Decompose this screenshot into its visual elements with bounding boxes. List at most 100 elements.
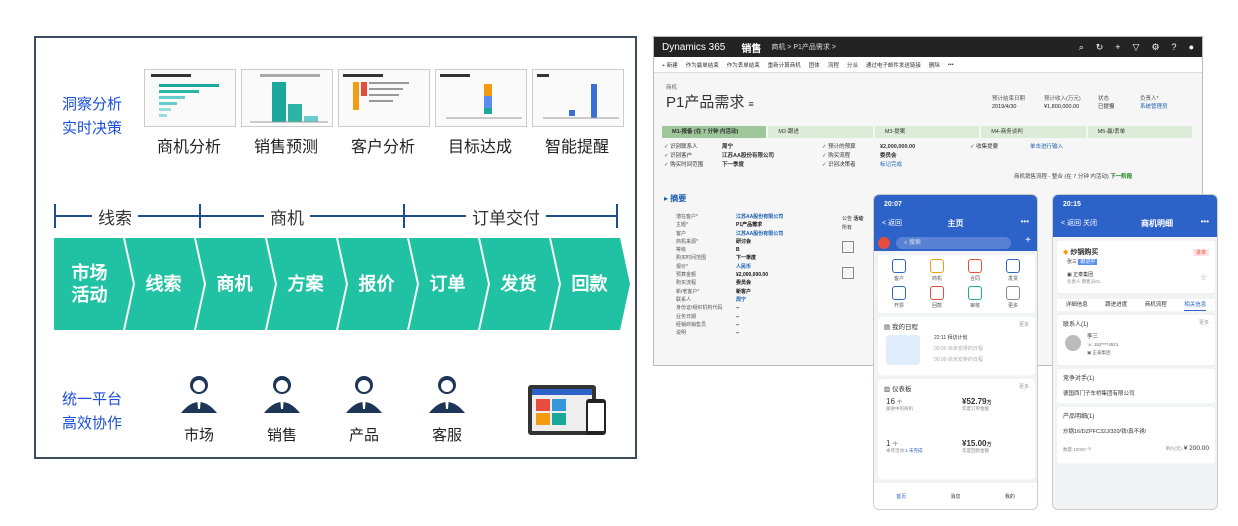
step-chevron[interactable]: 方案 (267, 238, 348, 330)
search-icon[interactable]: ⌕ (1078, 41, 1084, 52)
command-button[interactable]: 作为赢单结束 (685, 62, 719, 69)
form-value[interactable]: 下一季度 (736, 255, 757, 262)
form-value[interactable]: 研讨会 (736, 238, 752, 245)
back-button[interactable]: < 返回 (1061, 220, 1082, 227)
command-button[interactable]: 团体 (808, 62, 820, 69)
stat-payment-amount[interactable]: ¥15.00万年度回款金额 (962, 439, 992, 453)
more-link[interactable]: 更多 (1018, 384, 1029, 390)
step-chevron[interactable]: 订单 (409, 238, 490, 330)
competitor-name[interactable]: 德国西门子车桥集团有限公司 (1063, 391, 1135, 397)
thumb-customer-analysis[interactable] (338, 69, 430, 127)
form-value[interactable]: 江苏AA股份有限公司 (736, 214, 784, 220)
form-value[interactable]: ¥2,000,000.00 (736, 272, 768, 279)
module-selector[interactable]: 销售 (741, 43, 762, 55)
add-icon[interactable]: + (1025, 235, 1031, 246)
process-field-value[interactable]: 下一季度 (722, 162, 745, 168)
detail-tab[interactable]: 详细信息 (1065, 302, 1088, 308)
form-value[interactable]: -- (736, 330, 740, 337)
tab-posts[interactable]: 公告 (842, 216, 853, 222)
more-icon[interactable]: ••• (1020, 217, 1029, 226)
app-grid-item[interactable]: 更多 (1002, 286, 1024, 309)
form-value[interactable]: 江苏AA股份有限公司 (736, 230, 784, 237)
more-link[interactable]: 更多 (1198, 320, 1209, 326)
star-icon[interactable]: ☆ (1199, 273, 1207, 282)
thumb-target-achievement[interactable] (435, 69, 527, 127)
process-field-value[interactable]: 单击进行输入 (1030, 144, 1064, 150)
search-input[interactable]: ⌕ 搜索 (896, 237, 1011, 249)
app-grid-item[interactable]: 开票 (888, 286, 910, 309)
command-button[interactable]: 分派 (846, 62, 858, 69)
help-icon[interactable]: ? (1171, 41, 1177, 52)
process-stage[interactable]: M5-赢/丢单 (1087, 126, 1193, 138)
history-icon[interactable]: ↻ (1095, 41, 1104, 52)
form-value[interactable]: 新客户 (736, 288, 752, 295)
form-value[interactable]: 周宁 (736, 296, 747, 303)
form-value[interactable]: P1产品需求 (736, 222, 763, 229)
process-field-value[interactable]: ¥2,000,000.00 (880, 144, 916, 150)
thumb-opportunity-analysis[interactable] (144, 69, 236, 127)
step-chevron[interactable]: 发货 (480, 238, 561, 330)
process-field-value[interactable]: 标记完成 (880, 162, 903, 168)
process-stage[interactable]: M4-商务谈判 (981, 126, 1086, 138)
plus-icon[interactable]: + (1115, 41, 1121, 52)
command-button[interactable]: 流程 (827, 62, 839, 69)
product-name[interactable]: 炒锅16/DZPFC32J/320/铁/真不锈/ (1063, 429, 1147, 435)
app-grid-item[interactable]: 审核 (964, 286, 986, 309)
command-button[interactable]: + 新建 (662, 62, 678, 69)
form-value[interactable]: -- (736, 321, 740, 328)
process-field-value[interactable]: 周宁 (722, 144, 734, 150)
app-grid-item[interactable]: 合同 (964, 259, 986, 282)
thumb-smart-alert[interactable] (532, 69, 624, 127)
tab-activities[interactable]: 活动 (853, 216, 864, 222)
more-link[interactable]: 更多 (1018, 322, 1029, 328)
filter-all[interactable]: 所有 (842, 225, 853, 231)
tab-me[interactable]: 我的 (1004, 494, 1015, 500)
form-value[interactable]: -- (736, 305, 740, 312)
next-stage-button[interactable]: 下一阶段 (1110, 174, 1133, 180)
thumb-sales-forecast[interactable] (241, 69, 333, 127)
schedule-item[interactable]: 22:11 拜访计划 (934, 335, 968, 341)
more-icon[interactable]: ••• (1200, 217, 1209, 226)
form-value[interactable]: B (736, 247, 740, 254)
deal-company[interactable]: ▣ 正泰集团 (1067, 272, 1094, 278)
step-chevron[interactable]: 商机 (196, 238, 277, 330)
gear-icon[interactable]: ⚙ (1151, 41, 1160, 52)
back-button[interactable]: < 返回 (882, 220, 903, 227)
stat-opportunities[interactable]: 16 个跟进中的商机 (886, 397, 913, 411)
tab-messages[interactable]: 消息 (950, 494, 961, 500)
app-name[interactable]: Dynamics 365 (662, 41, 726, 53)
step-chevron[interactable]: 市场活动 (54, 238, 135, 330)
app-grid-item[interactable]: 商机 (926, 259, 948, 282)
process-stage[interactable]: M3-提案 (874, 126, 980, 138)
header-field[interactable]: 负责人*系统管理员 (1140, 96, 1168, 110)
filter-icon[interactable]: ▽ (1132, 41, 1140, 52)
process-stage[interactable]: M1-报备 (在 7 分钟 内活动) (662, 126, 767, 138)
command-button[interactable]: 删除 (928, 62, 940, 69)
stat-order-amount[interactable]: ¥52.79万年度订单金额 (962, 397, 992, 411)
app-grid-item[interactable]: 回款 (926, 286, 948, 309)
step-chevron[interactable]: 回款 (551, 238, 632, 330)
command-button[interactable]: ••• (947, 61, 954, 68)
process-stage[interactable]: M2-跟进 (768, 126, 873, 138)
contact-info[interactable]: 李三☏ 152****4521▣ 正泰集团 (1087, 334, 1119, 355)
tab-home[interactable]: 首页 (896, 494, 907, 500)
schedule-item[interactable]: 00:00 尚未安排的日程 (934, 346, 983, 352)
step-chevron[interactable]: 线索 (125, 238, 206, 330)
form-value[interactable]: -- (736, 313, 740, 320)
avatar[interactable] (878, 237, 890, 249)
schedule-item[interactable]: 00:00 尚未安排的日程 (934, 357, 983, 363)
command-button[interactable]: 作为丢单结束 (726, 62, 760, 69)
stat-activities[interactable]: 1 个本月活动 1 未完成 (886, 439, 923, 453)
command-button[interactable]: 通过电子邮件发送链接 (865, 62, 921, 69)
process-field-value[interactable]: 江苏AA股份有限公司 (722, 153, 774, 159)
user-avatar-icon[interactable]: ● (1188, 41, 1194, 52)
form-value[interactable]: 人民币 (736, 263, 752, 270)
app-grid-item[interactable]: 发货 (1002, 259, 1024, 282)
form-value[interactable]: 委员会 (736, 280, 752, 287)
command-button[interactable]: 重新计算商机 (767, 62, 801, 69)
detail-tab[interactable]: 跟进进度 (1105, 302, 1128, 308)
detail-tab[interactable]: 相关信息 (1184, 299, 1207, 311)
app-grid-item[interactable]: 客户 (888, 259, 910, 282)
process-field-value[interactable]: 委员会 (880, 153, 897, 159)
step-chevron[interactable]: 报价 (338, 238, 419, 330)
